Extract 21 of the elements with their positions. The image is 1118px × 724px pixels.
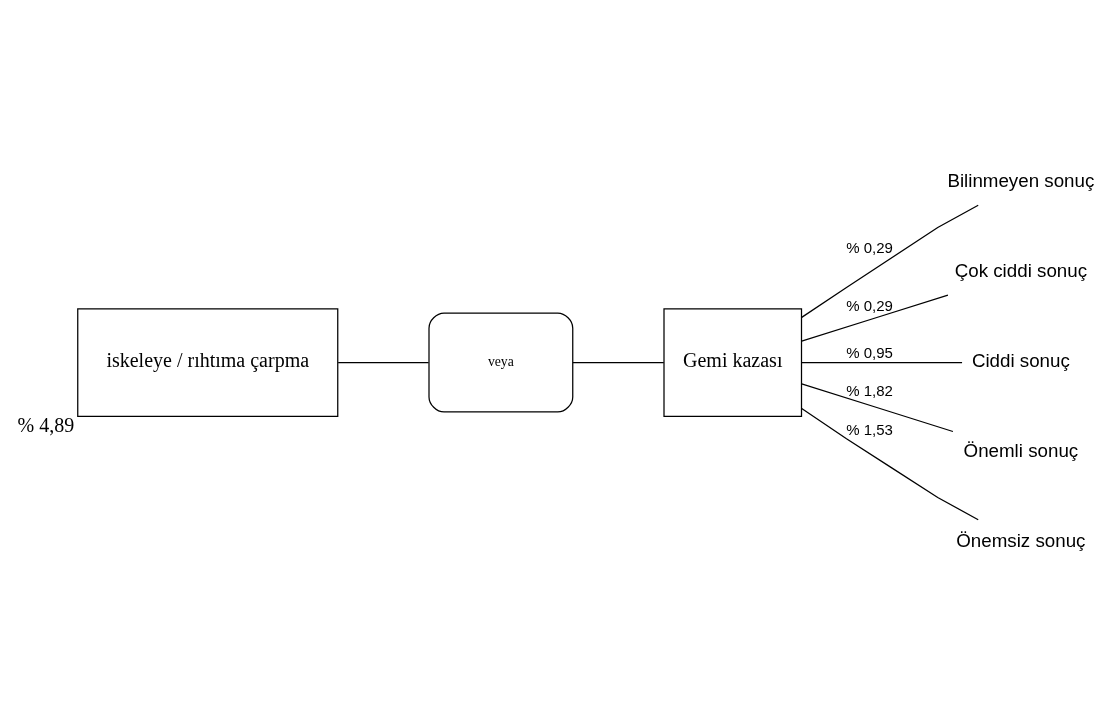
connector [801,293,949,342]
edge-label: % 0,29 [846,238,893,256]
edge-label: % 0,29 [846,296,893,314]
node-text: Çok ciddi sonuç [954,259,1088,281]
node-box: iskeleye / rıhtıma çarpma [77,307,339,417]
node-box: veya [428,312,574,412]
connector [801,204,979,318]
connector [801,382,954,432]
node-text: Ciddi sonuç [971,349,1070,371]
connector [337,361,430,363]
node-label: % 4,89 [17,413,75,436]
edge-label: % 0,95 [846,343,893,361]
node-text: Önemli sonuç [963,439,1079,461]
connector [801,407,979,520]
node-text: Bilinmeyen sonuç [947,169,1095,191]
edge-label: % 1,82 [846,381,893,399]
connector [801,361,963,363]
node-box: Gemi kazası [663,307,803,417]
node-text: Önemsiz sonuç [956,529,1086,551]
connector [572,361,665,363]
edge-label: % 1,53 [846,420,893,437]
